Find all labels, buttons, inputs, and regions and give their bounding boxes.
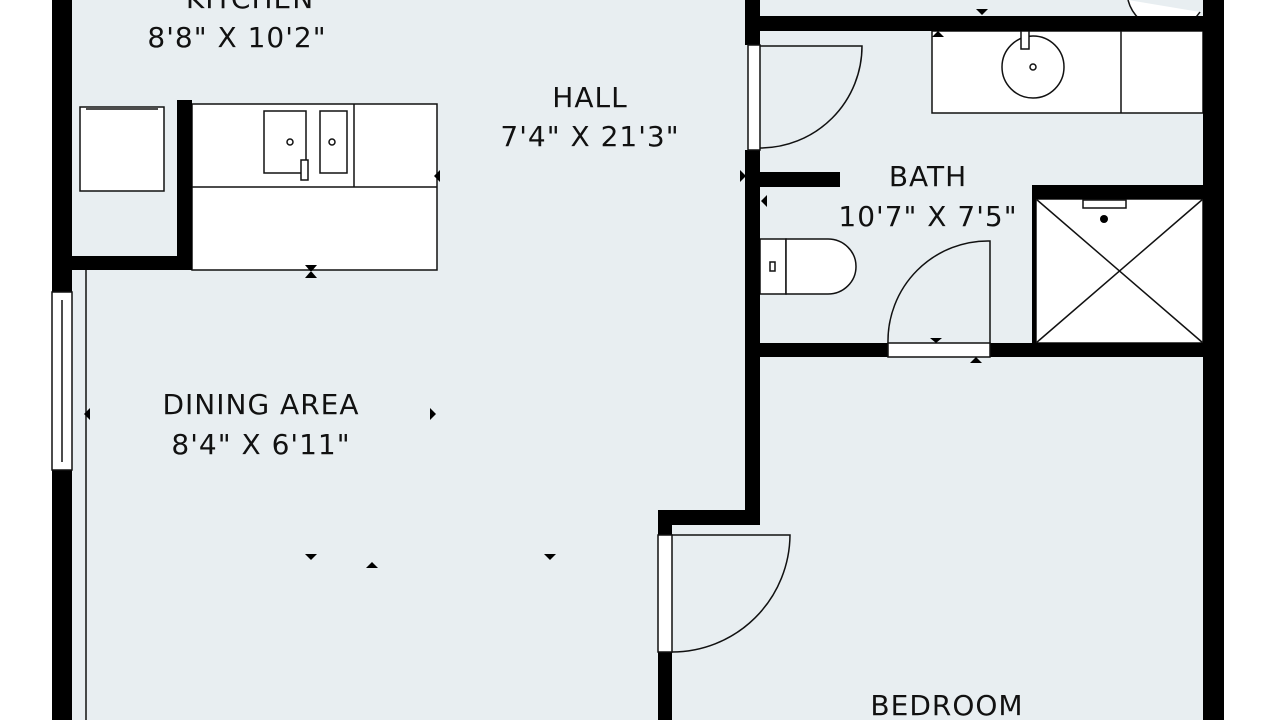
toilet-tank	[759, 238, 787, 295]
sink-left	[263, 110, 307, 174]
dining-size: 8'4" X 6'11"	[171, 428, 350, 461]
hall-size: 7'4" X 21'3"	[500, 120, 679, 153]
hall-name: HALL	[552, 81, 627, 114]
bath-size: 10'7" X 7'5"	[838, 200, 1017, 233]
hall-door-frame	[747, 44, 761, 151]
dining-name: DINING AREA	[162, 388, 359, 421]
kitchen-fixtures	[79, 103, 438, 271]
kitchen-size: 8'8" X 10'2"	[147, 21, 326, 54]
bath-sink	[1001, 35, 1065, 99]
faucet	[300, 159, 309, 181]
bath-door-frame	[887, 342, 991, 358]
kitchen-name: KITCHEN	[186, 0, 314, 15]
refrigerator	[79, 106, 165, 192]
bath-name: BATH	[889, 160, 967, 193]
markers	[84, 9, 988, 568]
doors	[51, 44, 991, 720]
bath-fixtures	[759, 0, 1204, 344]
bedroom-door-frame	[657, 534, 673, 653]
walls	[52, 0, 1224, 720]
toilet-bowl	[785, 238, 857, 295]
bedroom-name: BEDROOM	[870, 689, 1023, 720]
sink-right	[319, 110, 348, 174]
vanity	[931, 30, 1204, 114]
